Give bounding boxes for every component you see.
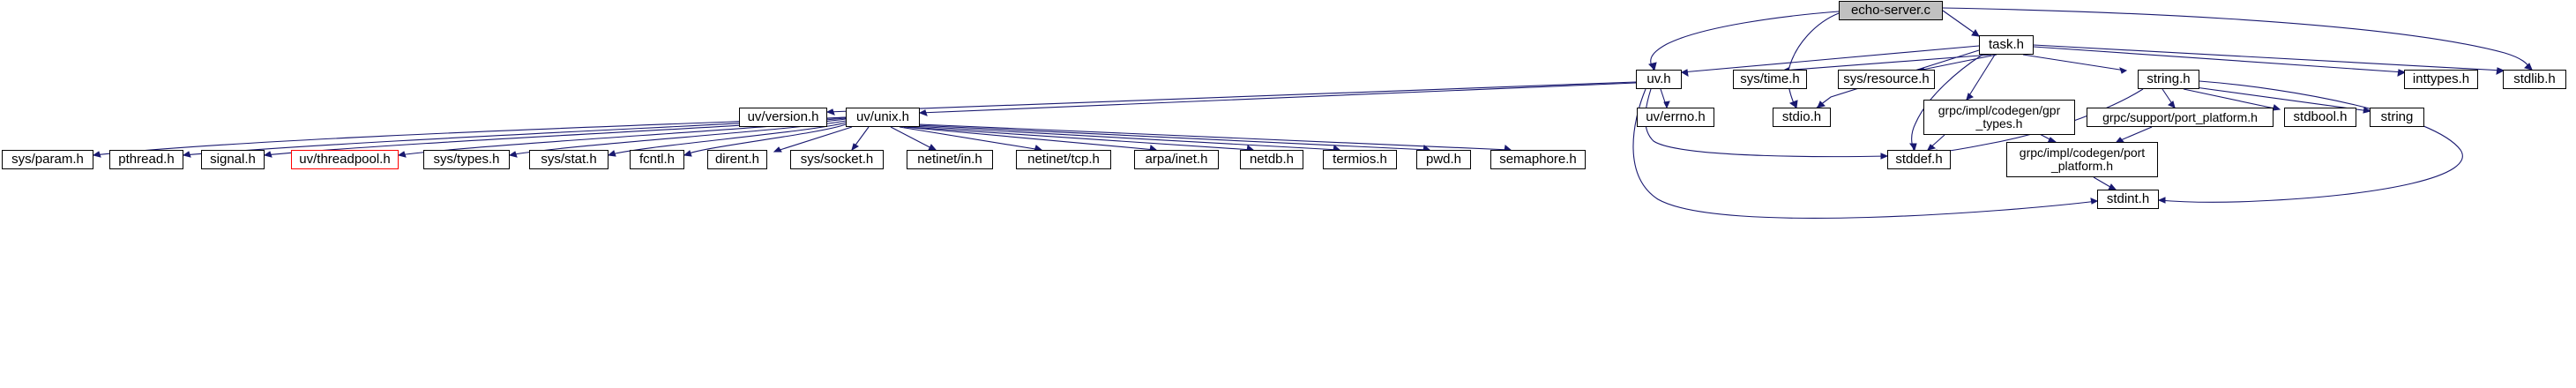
node-stddef-h[interactable]: stddef.h (1887, 150, 1951, 169)
node-sys-param-h[interactable]: sys/param.h (2, 150, 93, 169)
node-inttypes-h[interactable]: inttypes.h (2404, 70, 2478, 89)
node-stdbool-h[interactable]: stdbool.h (2284, 108, 2356, 127)
node-grpc-impl-codegen-gpr-types-h[interactable]: grpc/impl/codegen/gpr _types.h (1923, 100, 2075, 135)
node-termios-h[interactable]: termios.h (1323, 150, 1397, 169)
node-uv-errno-h[interactable]: uv/errno.h (1637, 108, 1714, 127)
node-grpc-impl-codegen-port-platform-h[interactable]: grpc/impl/codegen/port _platform.h (2006, 142, 2158, 177)
node-netinet-in-h[interactable]: netinet/in.h (907, 150, 993, 169)
node-task-h[interactable]: task.h (1979, 35, 2034, 55)
node-sys-socket-h[interactable]: sys/socket.h (790, 150, 884, 169)
node-sys-time-h[interactable]: sys/time.h (1733, 70, 1807, 89)
node-fcntl-h[interactable]: fcntl.h (630, 150, 684, 169)
node-sys-stat-h[interactable]: sys/stat.h (529, 150, 609, 169)
node-dirent-h[interactable]: dirent.h (707, 150, 767, 169)
node-netinet-tcp-h[interactable]: netinet/tcp.h (1016, 150, 1111, 169)
node-uv-version-h[interactable]: uv/version.h (739, 108, 827, 127)
node-signal-h[interactable]: signal.h (201, 150, 265, 169)
node-semaphore-h[interactable]: semaphore.h (1490, 150, 1586, 169)
node-string-h[interactable]: string.h (2138, 70, 2199, 89)
node-pthread-h[interactable]: pthread.h (109, 150, 183, 169)
node-stdlib-h[interactable]: stdlib.h (2503, 70, 2566, 89)
node-sys-types-h[interactable]: sys/types.h (423, 150, 510, 169)
node-string[interactable]: string (2370, 108, 2424, 127)
node-echo-server-c[interactable]: echo-server.c (1839, 1, 1943, 20)
node-uv-threadpool-h[interactable]: uv/threadpool.h (291, 150, 399, 169)
node-stdio-h[interactable]: stdio.h (1773, 108, 1831, 127)
node-stdint-h[interactable]: stdint.h (2097, 190, 2159, 209)
node-netdb-h[interactable]: netdb.h (1240, 150, 1303, 169)
node-pwd-h[interactable]: pwd.h (1416, 150, 1471, 169)
node-arpa-inet-h[interactable]: arpa/inet.h (1134, 150, 1219, 169)
node-uv-unix-h[interactable]: uv/unix.h (846, 108, 920, 127)
node-sys-resource-h[interactable]: sys/resource.h (1838, 70, 1935, 89)
node-grpc-support-port-platform-h[interactable]: grpc/support/port_platform.h (2087, 108, 2274, 127)
node-uv-h[interactable]: uv.h (1636, 70, 1682, 89)
